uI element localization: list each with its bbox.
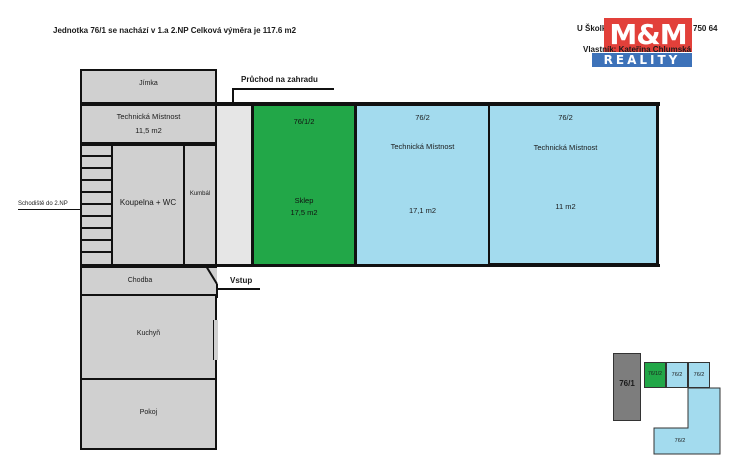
minimap-unit-a [666, 362, 688, 388]
tech-room-3 [488, 104, 659, 266]
tech-room-left-area: 11,5 m2 [135, 126, 162, 135]
address-text: U Školky 76/ [577, 24, 625, 33]
jimka-label: Jímka [139, 80, 158, 87]
tech-room-2-id: 76/2 [415, 113, 430, 122]
tech-room-2 [355, 104, 490, 266]
sklep-room [252, 104, 356, 266]
pokoj-room [80, 378, 217, 450]
pruchod-strip [217, 104, 253, 266]
vstup-label: Vstup [230, 276, 253, 285]
tech-room-3-area: 11 m2 [555, 202, 576, 211]
plan-title: Jednotka 76/1 se nachází v 1.a 2.NP Celk… [53, 26, 297, 35]
reality-logo: REALITY [592, 53, 692, 67]
tech-room-left-name: Technická Místnost [116, 112, 181, 121]
minimap-unit-76-1-2 [644, 362, 666, 388]
kumbal-label: Kumbál [189, 191, 211, 197]
pruchod-label: Průchod na zahradu [241, 75, 318, 84]
vstup-line [218, 288, 260, 290]
kuchyn-door [213, 320, 218, 360]
bottom-wall [217, 264, 660, 267]
schodiste-label: Schodiště do 2.NP [18, 201, 68, 207]
minimap-label-c: 76/2 [674, 438, 686, 444]
tech-room-3-id: 76/2 [558, 113, 573, 122]
chodba-door-angle [205, 266, 218, 298]
minimap-label-76-1-2: 76/1/2 [648, 371, 662, 377]
kuchyn-room [80, 294, 217, 380]
minimap-label-b: 76/2 [693, 372, 705, 378]
stairs-steps [80, 155, 113, 253]
minimap-label-a: 76/2 [671, 372, 683, 378]
tech-room-2-area: 17,1 m2 [408, 206, 437, 215]
sklep-name: Sklep [294, 196, 314, 205]
kuchyn-label: Kuchyň [136, 330, 161, 337]
tech-room-3-name: Technická Místnost [533, 143, 598, 152]
owner-text: Vlastník: Kateřina Chlumská [583, 45, 692, 54]
minimap-unit-c [653, 387, 721, 455]
mm-logo: M&M [604, 18, 692, 52]
koupelna-label: Koupelna + WC [119, 198, 177, 207]
pokoj-label: Pokoj [139, 409, 158, 416]
chodba-label: Chodba [127, 277, 153, 284]
minimap-label-76-1: 76/1 [619, 379, 635, 388]
tech-room-2-name: Technická Místnost [390, 142, 455, 151]
sklep-area: 17,5 m2 [290, 208, 318, 217]
pruchod-line-h [234, 88, 334, 90]
minimap-unit-76-1 [613, 353, 641, 421]
address-suffix: 750 64 [693, 24, 718, 33]
schodiste-pointer [18, 209, 80, 210]
koupelna-room [111, 144, 185, 266]
kumbal-room [183, 144, 217, 266]
tech-room-left [80, 104, 217, 144]
sklep-id: 76/1/2 [293, 117, 315, 126]
